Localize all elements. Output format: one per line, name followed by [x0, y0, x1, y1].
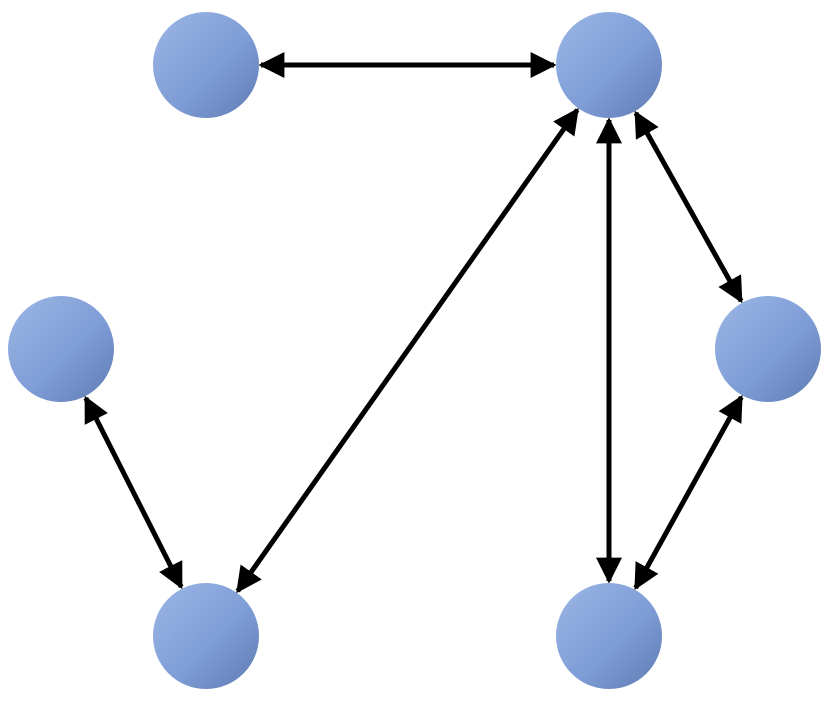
edges-layer	[83, 52, 744, 594]
node-middle-right	[715, 296, 821, 402]
edge-top-right-bottom-left	[235, 107, 580, 594]
node-top-right	[556, 12, 662, 118]
nodes-layer	[8, 12, 821, 689]
edge-middle-right-bottom-right	[633, 394, 744, 591]
edge-top-right-middle-right	[633, 110, 744, 304]
node-top-left	[153, 12, 259, 118]
node-middle-left	[8, 296, 114, 402]
node-bottom-right	[556, 583, 662, 689]
edge-middle-left-bottom-left	[83, 395, 184, 590]
node-bottom-left	[153, 583, 259, 689]
